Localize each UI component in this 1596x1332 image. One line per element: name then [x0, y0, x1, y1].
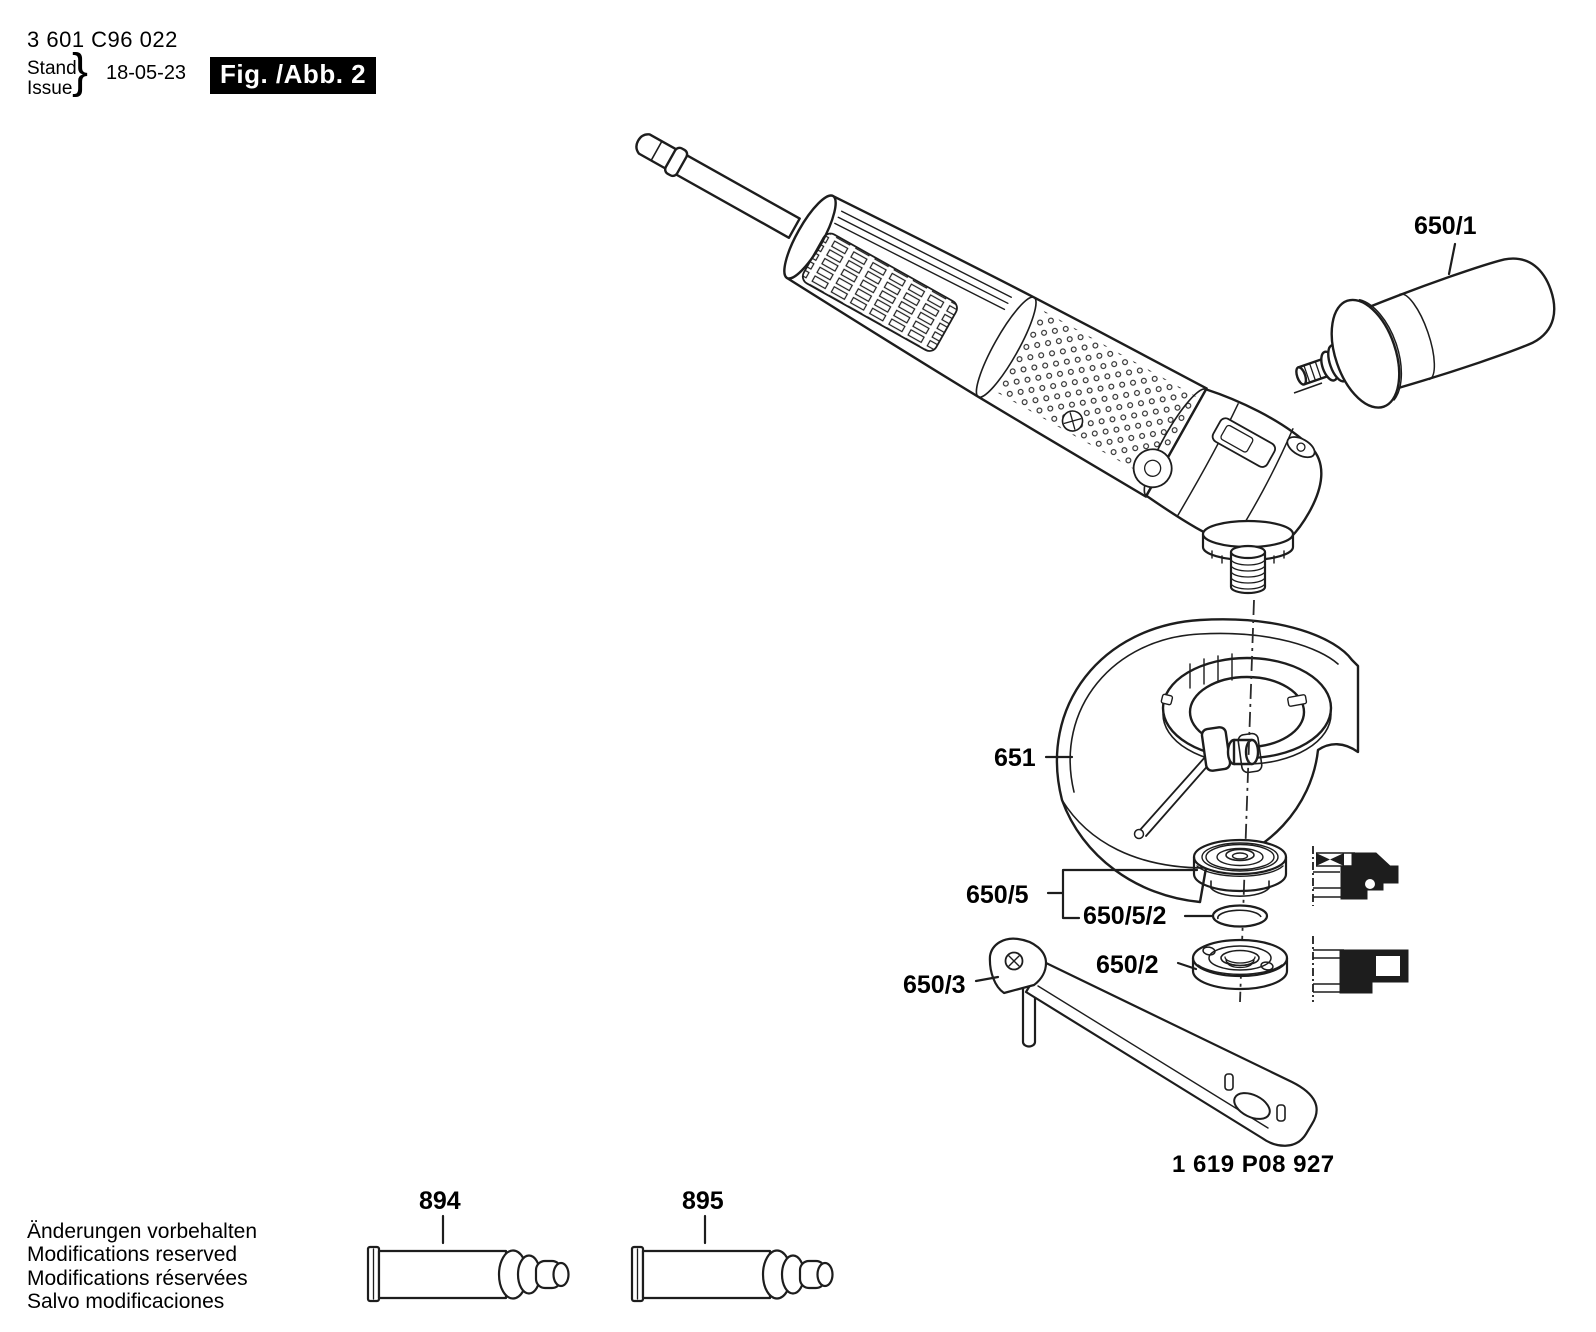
section-symbol-backing-flange-icon: [1312, 846, 1399, 906]
callout-flange-set: 650/5: [966, 881, 1029, 909]
grease-tube-894: [366, 1245, 570, 1303]
issue-label: Issue: [27, 78, 73, 99]
note-fr: Modifications réservées: [27, 1266, 248, 1290]
vent-grille: [801, 232, 958, 352]
o-ring: [1211, 904, 1269, 928]
wheel-guard: [1055, 618, 1360, 904]
note-de: Änderungen vorbehalten: [27, 1220, 258, 1243]
section-symbol-clamping-nut-icon: [1312, 936, 1409, 1002]
note-es: Salvo modificaciones: [27, 1290, 225, 1314]
wrench-arm: [1024, 960, 1318, 1147]
grinder-body: [635, 133, 1323, 554]
guard-clamp-lever: [1133, 726, 1263, 840]
callout-grease-tube-894: 894: [419, 1187, 461, 1215]
wrench-pin: [1021, 983, 1037, 1048]
handle-flange-disc: [1330, 298, 1401, 409]
callout-side-handle: 650/1: [1414, 212, 1477, 240]
spindle: [1201, 519, 1295, 595]
callout-pin-wrench: 650/3: [903, 971, 966, 999]
callout-grease-tube-895: 895: [682, 1187, 724, 1215]
brace-glyph: }: [72, 45, 89, 98]
wrench-part-number: 1 619 P08 927: [1172, 1151, 1335, 1178]
backing-flange: [1192, 838, 1288, 897]
callout-wheel-guard: 651: [994, 744, 1036, 772]
callout-o-ring: 650/5/2: [1083, 902, 1167, 930]
exploded-axis-centerline: [1239, 599, 1255, 1003]
leader-lines: [441, 242, 1457, 1245]
issue-date: 18-05-23: [106, 62, 187, 84]
figure-label-box: Fig. /Abb. 2: [210, 57, 377, 94]
handle-grip: [1367, 257, 1556, 390]
note-en: Modifications reserved: [27, 1243, 238, 1267]
clamping-nut: [1191, 938, 1289, 991]
grease-tube-895: [630, 1245, 834, 1303]
gear-head: [1061, 388, 1323, 554]
pin-wrench: [988, 937, 1318, 1147]
type-number: 3 601 C96 022: [27, 27, 178, 52]
stand-label: Stand: [27, 58, 77, 79]
callout-clamping-nut: 650/2: [1096, 951, 1159, 979]
cord-guard: [635, 133, 801, 239]
modification-notes: Änderungen vorbehalten Modifications res…: [27, 1220, 257, 1314]
side-handle: [1295, 257, 1556, 409]
